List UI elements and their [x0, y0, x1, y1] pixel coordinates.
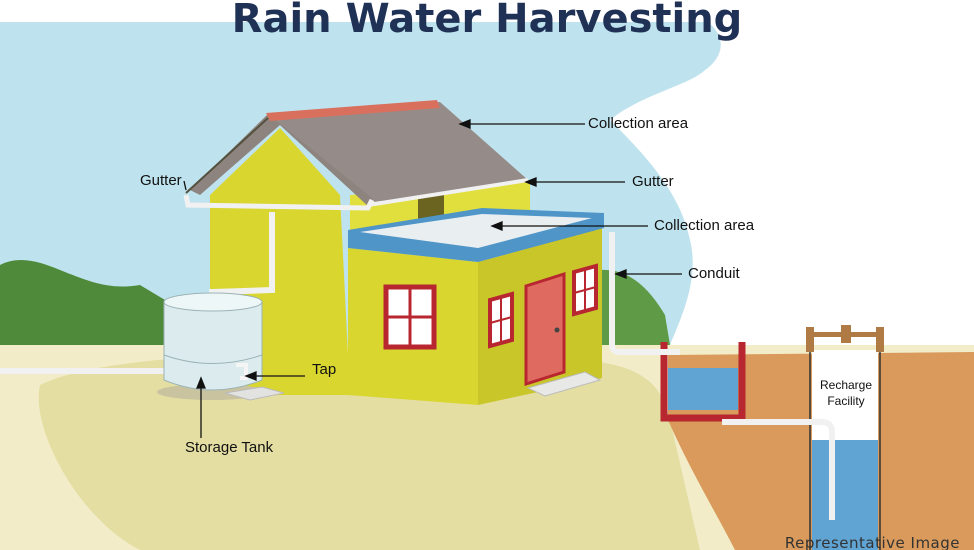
- label-recharge-facility: Recharge Facility: [816, 377, 876, 409]
- diagram-title: Rain Water Harvesting: [231, 0, 743, 42]
- tank-tap: [236, 363, 248, 380]
- door-step: [526, 371, 602, 397]
- window-side-left: [488, 291, 514, 349]
- filter-tank: [660, 342, 746, 422]
- roof-front: [190, 114, 372, 206]
- label-storage-tank: Storage Tank: [185, 439, 274, 456]
- arrowhead-gutter-right: [524, 177, 537, 187]
- roof: [268, 102, 528, 206]
- label-collection-area-roof: Collection area: [588, 115, 689, 132]
- image-credit: Representative Image: [784, 534, 960, 550]
- recharge-post-left: [806, 327, 814, 352]
- label-recharge-line2: Facility: [827, 394, 865, 409]
- label-conduit: Conduit: [688, 265, 740, 282]
- recharge-handle: [841, 325, 851, 343]
- window-front: [383, 284, 437, 350]
- arrow-gutter-left: [183, 180, 187, 191]
- conduit-pipe: [609, 232, 680, 355]
- recharge-water: [812, 440, 878, 550]
- overflow-pipe: [0, 368, 168, 374]
- roof-ridge: [266, 100, 440, 121]
- hills-right: [600, 269, 670, 345]
- arrowhead-collection-area-roof: [458, 119, 471, 129]
- door-knob: [554, 327, 560, 333]
- lawn: [38, 352, 701, 550]
- window-side-right: [572, 263, 598, 317]
- storage-tank: [163, 301, 263, 391]
- arrowhead-storage-tank: [196, 376, 206, 389]
- arrowhead-collection-area-terrace: [490, 221, 503, 231]
- hills: [0, 260, 165, 345]
- roof-gable-edge: [185, 117, 269, 194]
- terrace-surface: [360, 214, 592, 248]
- tank-slab: [224, 386, 285, 401]
- label-collection-area-terrace: Collection area: [654, 217, 755, 234]
- door: [524, 271, 566, 387]
- label-tap: Tap: [312, 361, 337, 378]
- arrowhead-conduit: [614, 269, 627, 279]
- storage-tank-band: [163, 354, 263, 364]
- arrowhead-tap: [244, 371, 257, 381]
- right-gutter: [367, 178, 529, 207]
- label-recharge-line1: Recharge: [819, 378, 873, 392]
- recharge-post-right: [876, 327, 884, 352]
- label-gutter-right: Gutter: [632, 173, 674, 190]
- recharge-pipe: [722, 419, 835, 520]
- storage-tank-top: [163, 292, 263, 312]
- filter-tank-water: [668, 368, 738, 410]
- label-gutter-left: Gutter: [140, 172, 182, 189]
